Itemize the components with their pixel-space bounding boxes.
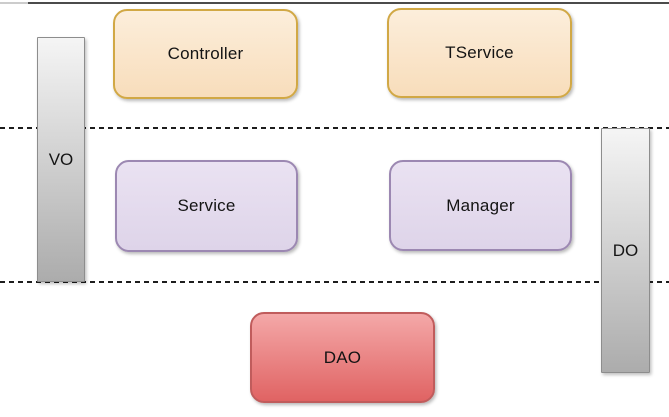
layer-divider-bottom bbox=[0, 281, 669, 283]
node-tservice: TService bbox=[387, 8, 572, 98]
top-border-line bbox=[0, 2, 669, 4]
do-bar: DO bbox=[601, 128, 650, 373]
node-manager: Manager bbox=[389, 160, 572, 251]
node-dao: DAO bbox=[250, 312, 435, 403]
vo-bar-label: VO bbox=[48, 149, 74, 169]
node-manager-label: Manager bbox=[446, 195, 515, 215]
node-service: Service bbox=[115, 160, 298, 252]
vo-bar: VO bbox=[37, 37, 85, 282]
node-service-label: Service bbox=[177, 196, 236, 215]
node-tservice-label: TService bbox=[445, 43, 514, 62]
layer-divider-top bbox=[0, 127, 669, 129]
node-dao-label: DAO bbox=[323, 347, 362, 367]
node-controller: Controller bbox=[113, 9, 298, 99]
do-bar-label: DO bbox=[612, 240, 639, 260]
node-controller-label: Controller bbox=[167, 44, 244, 63]
